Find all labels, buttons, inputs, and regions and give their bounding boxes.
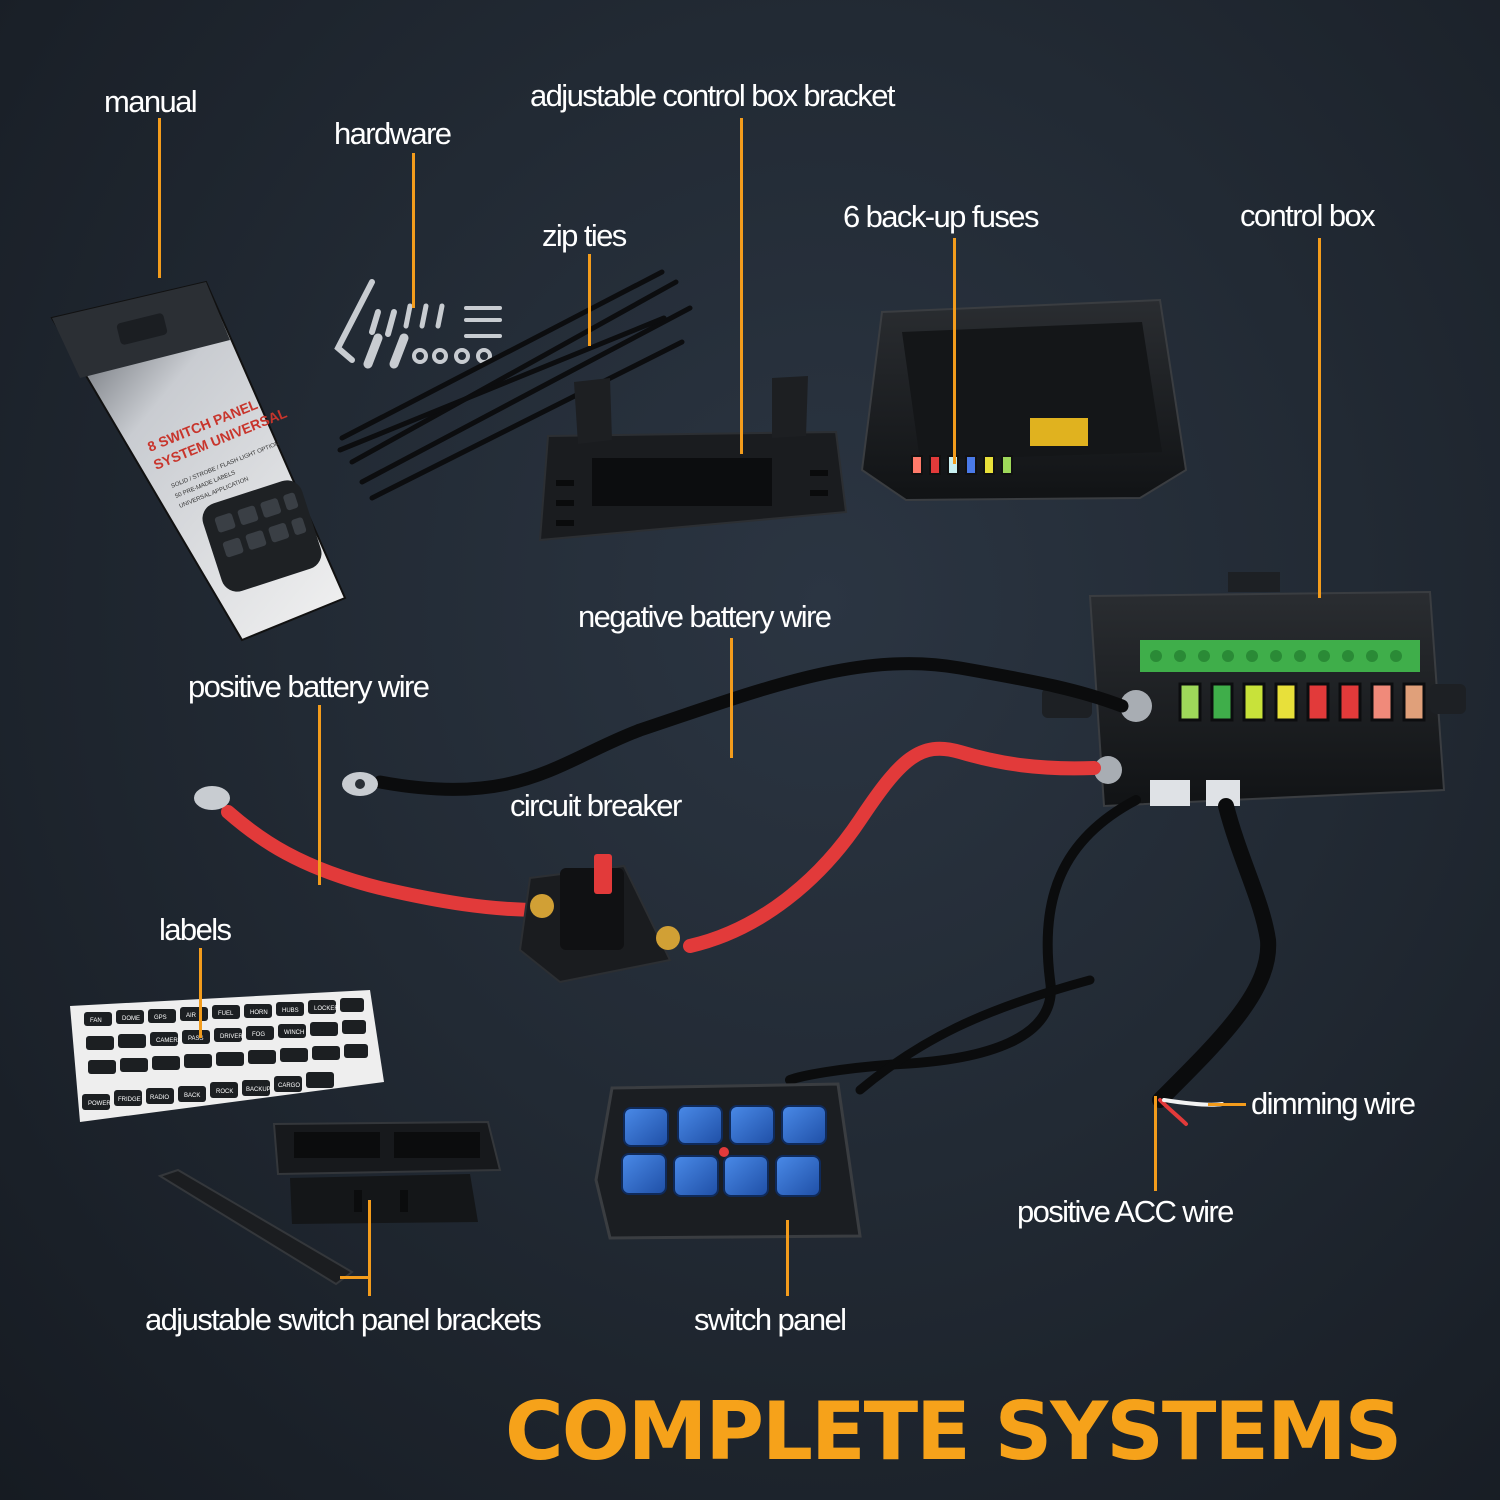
label-positive-acc-wire: positive ACC wire bbox=[1017, 1194, 1234, 1229]
zip-ties bbox=[337, 269, 693, 501]
sticker-label: FAN bbox=[90, 1018, 102, 1024]
circuit-breaker bbox=[518, 854, 680, 984]
leader-zip-ties bbox=[588, 254, 591, 346]
leader-dimming-wire bbox=[1208, 1103, 1246, 1106]
positive-battery-wire bbox=[194, 741, 1101, 953]
label-hardware: hardware bbox=[334, 116, 452, 151]
label-control-box-bracket: adjustable control box bracket bbox=[530, 78, 895, 113]
sticker-label: HUBS bbox=[282, 1008, 299, 1014]
headline-complete-systems: COMPLETE SYSTEMS bbox=[505, 1385, 1402, 1478]
manual-booklet: 8 SWITCH PANEL SYSTEM UNIVERSAL SOLID / … bbox=[50, 280, 347, 642]
sticker-label: DRIVER bbox=[220, 1034, 243, 1040]
label-manual: manual bbox=[104, 84, 198, 119]
label-switch-panel: switch panel bbox=[694, 1302, 847, 1337]
label-backup-fuses: 6 back-up fuses bbox=[843, 199, 1039, 234]
leader-backup-fuses bbox=[953, 238, 956, 464]
leader-hardware bbox=[412, 153, 415, 308]
label-circuit-breaker: circuit breaker bbox=[510, 788, 682, 823]
leader-switch-panel-brackets bbox=[368, 1200, 371, 1296]
sticker-label: FRIDGE bbox=[118, 1097, 141, 1103]
sticker-label: POWER bbox=[88, 1101, 111, 1107]
leader-manual bbox=[158, 118, 161, 278]
sticker-label: AIR bbox=[186, 1013, 197, 1019]
label-labels: labels bbox=[159, 912, 232, 947]
label-dimming-wire: dimming wire bbox=[1251, 1086, 1416, 1121]
switch-harness bbox=[785, 795, 1277, 1126]
sticker-label: FOG bbox=[252, 1032, 265, 1038]
sticker-label: ROCK bbox=[216, 1089, 233, 1095]
switch-panel bbox=[594, 1082, 862, 1240]
sticker-label: WINCH bbox=[284, 1030, 304, 1036]
sticker-label: GPS bbox=[154, 1015, 167, 1021]
hardware-pack bbox=[334, 279, 502, 369]
sticker-label: CAMERA bbox=[156, 1038, 182, 1044]
leader-control-box bbox=[1318, 238, 1321, 598]
leader-positive-battery-wire bbox=[318, 705, 321, 885]
leader-switch-panel-brackets-tip bbox=[340, 1276, 370, 1279]
sticker-label: HORN bbox=[250, 1010, 268, 1016]
sticker-label: RADIO bbox=[150, 1095, 169, 1101]
sticker-label: BACK bbox=[184, 1093, 200, 1099]
control-box-bracket bbox=[538, 376, 848, 542]
sticker-label: BACKUP bbox=[246, 1087, 271, 1093]
leader-switch-panel bbox=[786, 1220, 789, 1296]
sticker-label: FUEL bbox=[218, 1011, 234, 1017]
label-positive-battery-wire: positive battery wire bbox=[188, 669, 430, 704]
leader-positive-acc-wire bbox=[1154, 1096, 1157, 1191]
sticker-label: PASS bbox=[188, 1036, 204, 1042]
negative-battery-wire bbox=[342, 657, 1129, 796]
label-sticker-sheet: FAN DOME GPS AIR FUEL HORN HUBS LOCKER C… bbox=[70, 990, 384, 1122]
leader-negative-battery-wire bbox=[730, 638, 733, 758]
control-box bbox=[1042, 572, 1466, 808]
label-switch-panel-brackets: adjustable switch panel brackets bbox=[145, 1302, 542, 1337]
leader-labels bbox=[199, 948, 202, 1038]
label-negative-battery-wire: negative battery wire bbox=[578, 599, 832, 634]
sticker-label: DOME bbox=[122, 1016, 140, 1022]
sticker-label: LOCKER bbox=[314, 1006, 339, 1012]
leader-control-box-bracket bbox=[740, 118, 743, 454]
sticker-label: CARGO bbox=[278, 1083, 300, 1089]
label-zip-ties: zip ties bbox=[542, 218, 627, 253]
label-control-box: control box bbox=[1240, 198, 1376, 233]
fuse-case bbox=[860, 298, 1188, 502]
switch-panel-brackets bbox=[157, 1120, 502, 1286]
